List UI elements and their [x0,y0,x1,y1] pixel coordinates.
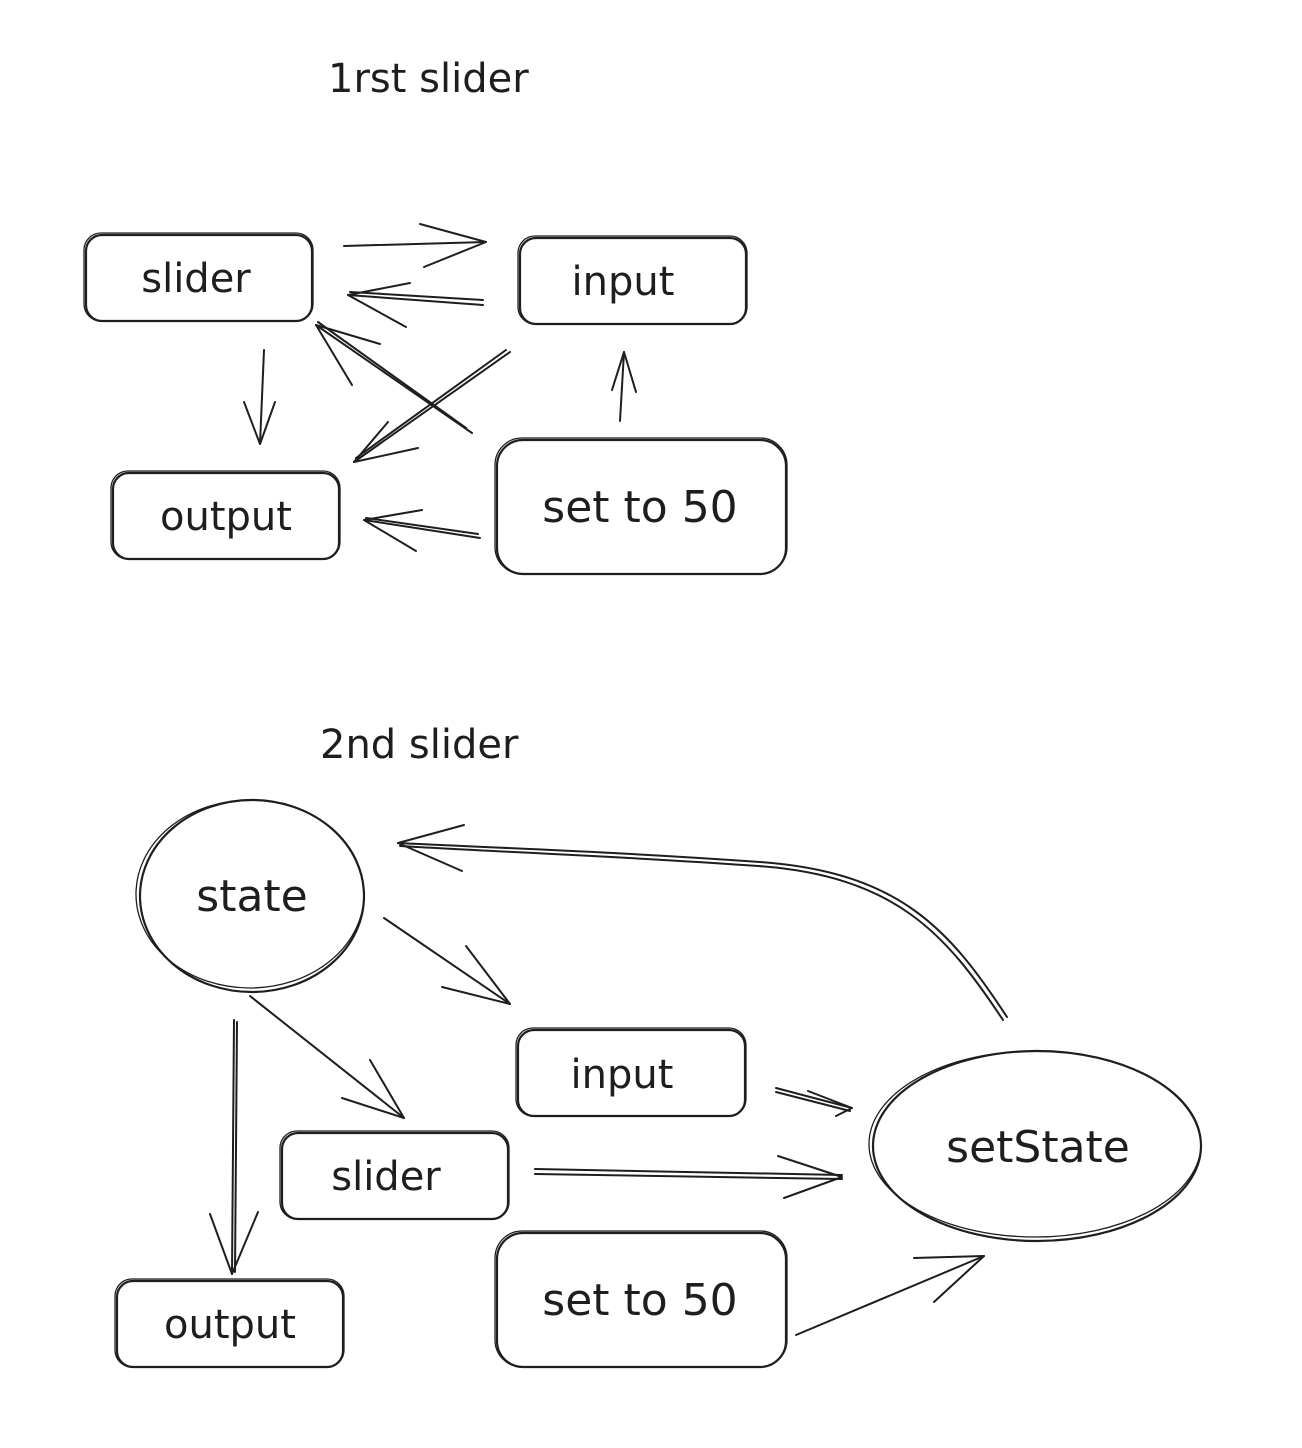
arrow-state-to-output-2 [209,1019,259,1275]
section-1: 1rst slider slider input output set to 5… [83,56,788,576]
node-set50-1-label: set to 50 [542,482,737,533]
node-output-2-box-sketch [114,1278,345,1368]
arrow-state-to-slider-2 [249,995,405,1119]
arrow-input-to-output-1 [353,349,511,463]
node-state-2-label: state [196,871,307,922]
node-output-1-label: output [160,494,292,540]
section-2: 2nd slider state input slider output [114,722,1203,1369]
node-output-2: output [114,1278,345,1369]
node-input-2-box-sketch [515,1027,747,1117]
node-setstate-2-ellipse-sketch [868,1050,1202,1238]
arrow-set50-to-output-1 [363,509,481,552]
node-output-2-label: output [164,1302,296,1348]
arrow-slider-to-setstate-2 [534,1155,843,1199]
node-slider-2: slider [279,1130,510,1221]
node-state-2: state [135,798,366,994]
node-set50-2-label: set to 50 [542,1275,737,1326]
arrow-setstate-to-state-2 [397,824,1008,1021]
node-set50-2-box-sketch [494,1230,788,1368]
node-input-1-box-sketch [517,235,748,325]
node-set50-1-box-sketch [494,437,788,575]
node-slider-1-box-sketch [83,232,314,322]
arrow-input-to-setstate-2 [775,1087,853,1117]
node-slider-1: slider [83,232,314,323]
node-slider-1-label: slider [141,256,251,302]
node-input-1: input [517,235,748,326]
node-set50-1: set to 50 [494,437,788,576]
arrow-set50-to-slider-1 [315,321,473,434]
node-state-2-ellipse-sketch [135,799,365,989]
node-input-2-label: input [571,1052,674,1098]
section-2-title: 2nd slider [320,722,519,768]
node-input-1-label: input [572,259,675,305]
arrow-state-to-input-2 [383,917,511,1005]
node-setstate-2-label: setState [946,1122,1130,1173]
node-setstate-2: setState [868,1049,1203,1243]
section-1-title: 1rst slider [328,56,529,102]
node-set50-2: set to 50 [494,1230,788,1369]
arrow-set50-to-setstate-2 [795,1255,985,1336]
arrow-slider-to-output-1 [243,349,276,445]
node-slider-2-label: slider [331,1154,441,1200]
node-slider-2-box-sketch [279,1130,510,1220]
arrow-input-to-slider-1 [347,282,484,328]
node-input-2: input [515,1027,747,1118]
arrow-set50-to-input-1 [611,351,637,422]
node-output-1-box-sketch [110,470,341,560]
node-output-1: output [110,470,341,561]
arrow-slider-to-input-1 [343,223,487,268]
